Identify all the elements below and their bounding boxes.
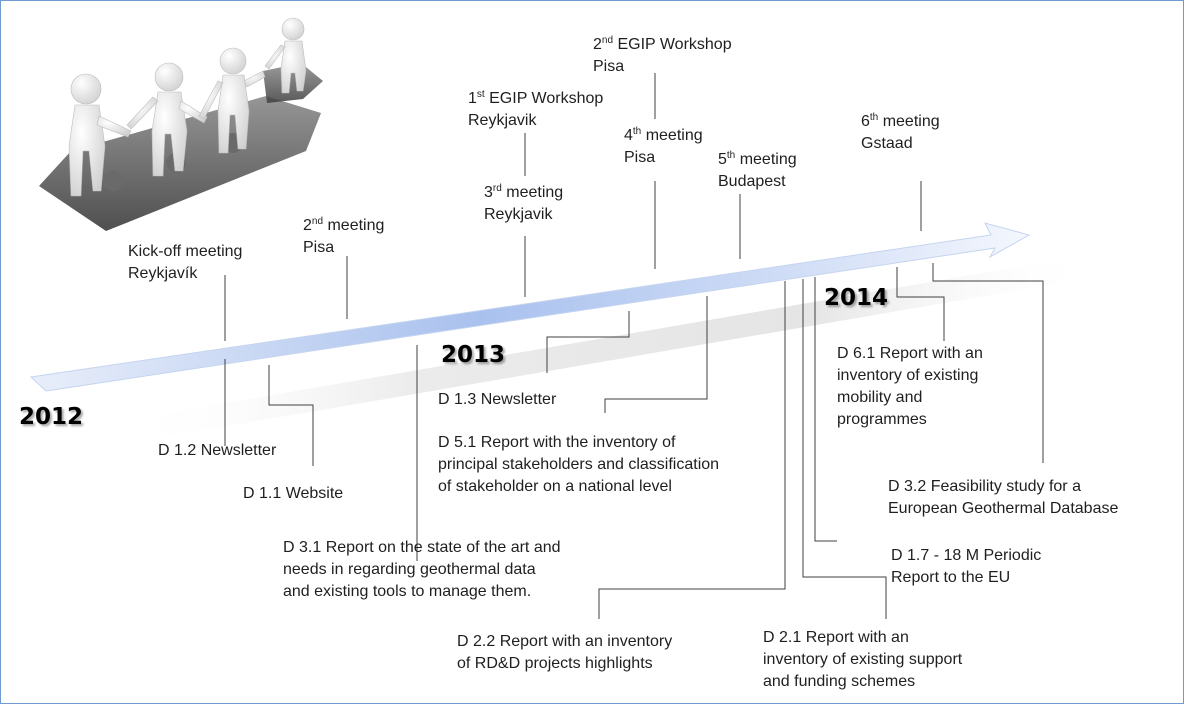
event-3rd-meeting: 3rd meeting Reykjavik — [484, 182, 563, 226]
people-on-puzzle-pieces-illustration — [39, 17, 323, 231]
event-location: Gstaad — [861, 135, 913, 152]
event-2nd-meeting: 2nd meeting Pisa — [303, 215, 384, 259]
event-title: 5th meeting — [718, 150, 797, 169]
deliverable-line: D 5.1 Report with the inventory of — [438, 434, 676, 451]
event-title: 4th meeting — [624, 126, 703, 145]
deliverable-line: D 1.1 Website — [243, 485, 344, 502]
deliverable-line: needs in regarding geothermal data — [283, 561, 536, 578]
deliverable-line: and funding schemes — [763, 673, 916, 690]
event-title: 6th meeting — [861, 112, 940, 131]
event-5th-meeting: 5th meeting Budapest — [718, 149, 797, 193]
timeline-arrow — [29, 222, 1031, 392]
event-4th-meeting: 4th meeting Pisa — [624, 125, 703, 169]
deliverable-d1-7: D 1.7 - 18 M Periodic Report to the EU — [891, 545, 1041, 589]
deliverable-line: inventory of existing — [837, 367, 979, 384]
deliverable-line: and existing tools to manage them. — [283, 583, 532, 600]
event-location: Reykjavik — [484, 206, 553, 223]
event-title: 1st EGIP Workshop — [468, 89, 604, 108]
year-label-2014: 2014 — [824, 285, 889, 311]
event-title: 2nd meeting — [303, 216, 385, 235]
event-1st-egip-workshop: 1st EGIP Workshop Reykjavik — [468, 88, 603, 132]
event-title: 3rd meeting — [484, 183, 564, 202]
deliverable-d1-1: D 1.1 Website — [243, 483, 343, 505]
deliverable-d2-1: D 2.1 Report with an inventory of existi… — [763, 627, 962, 693]
deliverable-line: Report to the EU — [891, 569, 1011, 586]
event-location: Reykjavik — [468, 112, 537, 129]
event-location: Pisa — [303, 239, 335, 256]
deliverable-line: of RD&D projects highlights — [457, 655, 653, 672]
deliverable-line: D 2.2 Report with an inventory — [457, 633, 673, 650]
event-location: Reykjavík — [128, 265, 198, 282]
leader-lines — [224, 73, 1044, 619]
deliverable-line: of stakeholder on a national level — [438, 478, 672, 495]
deliverable-line: principal stakeholders and classificatio… — [438, 456, 720, 473]
deliverable-line: D 3.2 Feasibility study for a — [888, 478, 1081, 495]
deliverable-line: D 6.1 Report with an — [837, 345, 983, 362]
deliverable-d1-3: D 1.3 Newsletter — [438, 389, 556, 411]
deliverable-line: European Geothermal Database — [888, 500, 1119, 517]
arrow-shadow — [121, 263, 1101, 441]
event-location: Pisa — [624, 149, 656, 166]
event-kickoff-meeting: Kick-off meeting Reykjavík — [128, 241, 242, 285]
deliverable-line: mobility and — [837, 389, 923, 406]
year-label-2013: 2013 — [441, 342, 506, 368]
event-title: 2nd EGIP Workshop — [593, 35, 732, 54]
deliverable-line: D 2.1 Report with an — [763, 629, 909, 646]
deliverable-line: D 1.3 Newsletter — [438, 391, 557, 408]
deliverable-line: D 1.7 - 18 M Periodic — [891, 547, 1042, 564]
event-6th-meeting: 6th meeting Gstaad — [861, 111, 940, 155]
deliverable-line: D 3.1 Report on the state of the art and — [283, 539, 561, 556]
deliverable-line: D 1.2 Newsletter — [158, 442, 277, 459]
deliverable-d6-1: D 6.1 Report with an inventory of existi… — [837, 343, 983, 431]
event-2nd-egip-workshop: 2nd EGIP Workshop Pisa — [593, 34, 732, 78]
deliverable-d3-2: D 3.2 Feasibility study for a European G… — [888, 476, 1118, 520]
event-title: Kick-off meeting — [128, 243, 243, 260]
deliverable-line: inventory of existing support — [763, 651, 963, 668]
year-label-2012: 2012 — [19, 404, 84, 430]
deliverable-d5-1: D 5.1 Report with the inventory of princ… — [438, 432, 719, 498]
deliverable-d2-2: D 2.2 Report with an inventory of RD&D p… — [457, 631, 672, 675]
event-location: Pisa — [593, 58, 625, 75]
deliverable-line: programmes — [837, 411, 927, 428]
deliverable-d1-2: D 1.2 Newsletter — [158, 440, 276, 462]
deliverable-d3-1: D 3.1 Report on the state of the art and… — [283, 537, 561, 603]
event-location: Budapest — [718, 173, 786, 190]
